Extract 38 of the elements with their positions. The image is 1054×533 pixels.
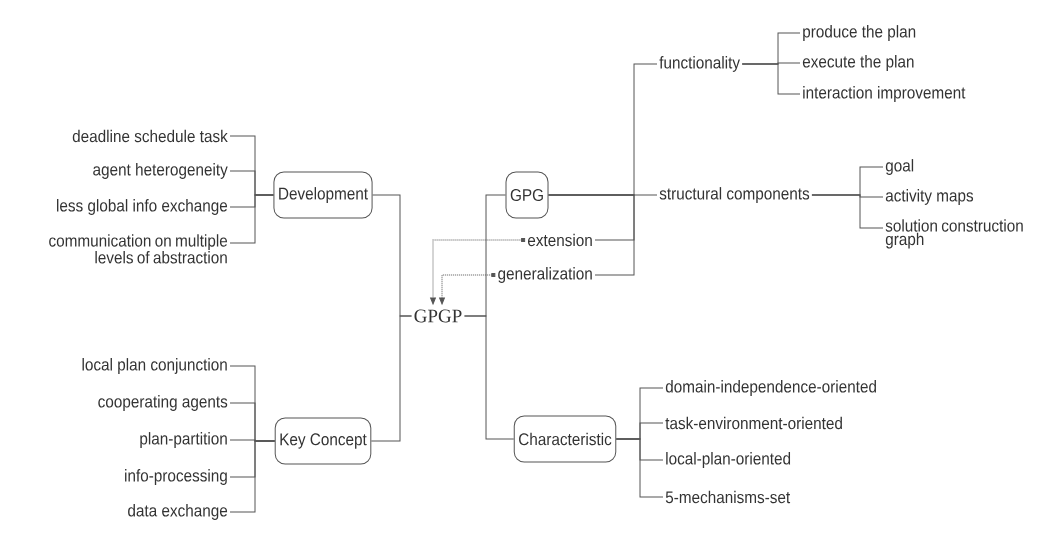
dotted-arrow: [430, 238, 526, 305]
branch-label: produce the plan: [803, 25, 916, 41]
branch-label: 5-mechanisms-set: [665, 490, 791, 504]
branch-label: agent heterogeneity: [93, 163, 228, 179]
branch-label: extension: [527, 233, 592, 247]
topic-box: Key Concept: [274, 417, 372, 465]
branch-label: execute the plan: [802, 55, 914, 71]
branch-label: solution construction graph: [885, 219, 1023, 249]
branch-label: structural components: [659, 187, 810, 203]
topic-box: Characteristic: [513, 415, 617, 463]
branch-label: local-plan-oriented: [666, 452, 791, 468]
topic-box: GPG: [505, 171, 549, 219]
branch-label: deadline schedule task: [72, 129, 228, 143]
connector-line: [229, 194, 274, 244]
branch-label: local plan conjunction: [82, 358, 227, 374]
connector-line: [615, 438, 664, 498]
branch-label: data exchange: [128, 504, 228, 520]
branch-label: generalization: [498, 267, 592, 283]
connector-line: [464, 315, 515, 440]
branch-label: functionality: [659, 56, 740, 72]
branch-label: cooperating agents: [98, 395, 228, 411]
connector-line: [741, 63, 801, 95]
branch-label: interaction improvement: [803, 86, 966, 102]
branch-label: info-processing: [125, 469, 227, 485]
connector-line: [370, 315, 412, 442]
branch-label: goal: [885, 159, 914, 175]
topic-box: Development: [273, 171, 373, 219]
connector-line: [229, 440, 276, 513]
dotted-arrow: [439, 273, 496, 305]
branch-label: plan-partition: [140, 432, 227, 448]
root-label: GPGP: [414, 309, 462, 323]
connector-line: [548, 194, 635, 276]
branch-label: task-environment-oriented: [665, 416, 842, 430]
branch-label: communication on multiple levels of abstraction: [49, 234, 228, 264]
connector-line: [811, 194, 884, 229]
branch-label: less global info exchange: [57, 199, 228, 215]
branch-label: domain-independence-oriented: [665, 380, 876, 396]
branch-label: activity maps: [885, 189, 974, 205]
